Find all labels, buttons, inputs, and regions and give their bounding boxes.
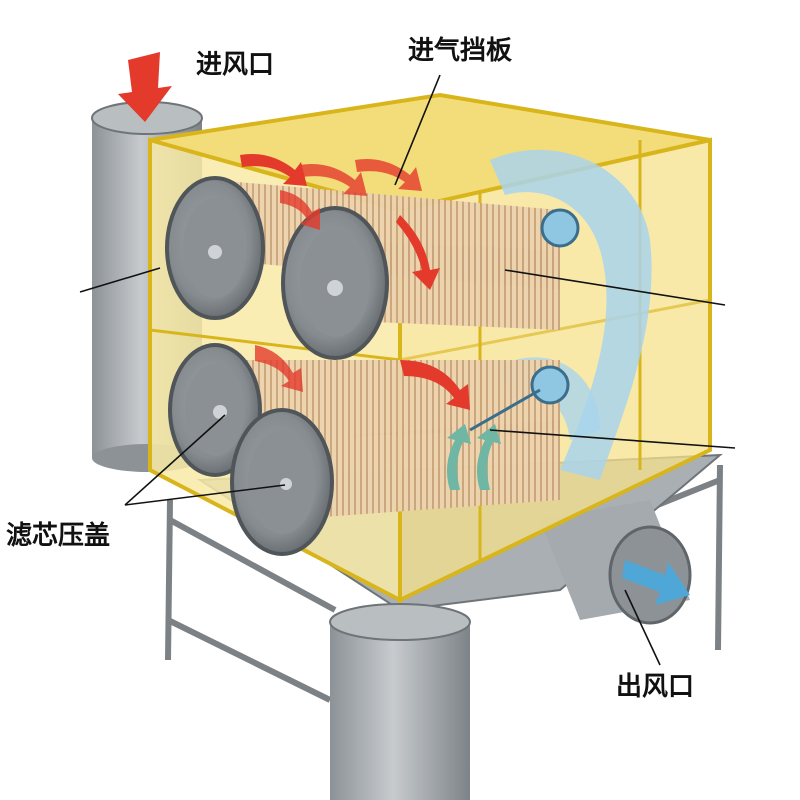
outlet-label: 出风口: [616, 672, 695, 702]
filter-end-caps: [165, 176, 389, 556]
filter-cap-label: 滤芯压盖: [6, 521, 111, 551]
red-arrow-down-icon: [118, 52, 172, 122]
clean-air-arrows: [446, 424, 690, 605]
inlet-label: 进风口: [196, 50, 275, 80]
baffle-label: 进气挡板: [408, 36, 513, 66]
leader-lines: [79, 74, 736, 666]
blue-arrow-out-icon: [622, 560, 690, 605]
pulse-valves: [469, 208, 580, 432]
dirty-air-arrows: [118, 52, 470, 410]
